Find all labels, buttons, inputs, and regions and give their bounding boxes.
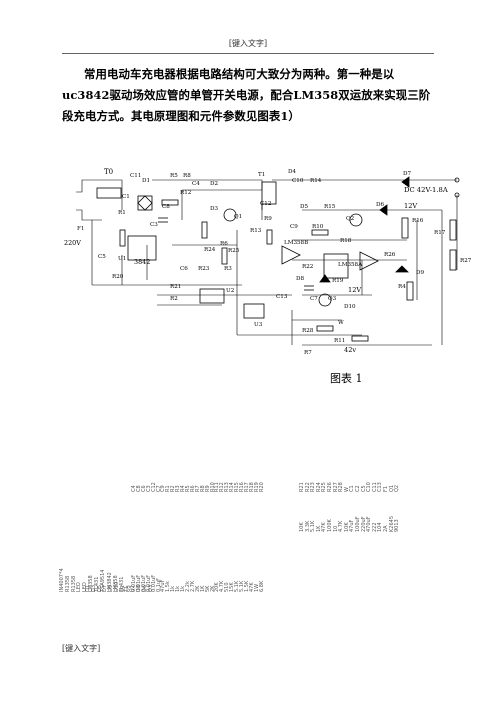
label-r18: R18 [340, 238, 352, 244]
label-r3: R3 [224, 266, 232, 272]
label-r9: R9 [264, 216, 272, 222]
label-r17: R17 [434, 230, 446, 236]
label-r23: R23 [198, 266, 210, 272]
label-r26: R26 [384, 252, 396, 258]
label-r22: R22 [302, 264, 314, 270]
label-lm358b: LM358B [284, 240, 308, 246]
label-c8: C8 [162, 204, 170, 210]
label-r8: R8 [183, 173, 191, 179]
label-r11: R11 [334, 338, 345, 344]
label-3842: 3842 [134, 258, 150, 266]
label-c6: C6 [180, 266, 188, 272]
label-d2: D2 [210, 181, 218, 187]
label-d3: D3 [210, 206, 218, 212]
label-r7: R7 [304, 350, 312, 356]
label-c11: C11 [130, 173, 141, 179]
schematic-wires [76, 179, 458, 346]
label-c3: C3 [150, 222, 158, 228]
label-c1: C1 [122, 194, 130, 200]
label-c5: C5 [98, 254, 106, 260]
parts-col-5: C4 C8 C6 C3 C12 C7 C9 R1 R2 R3 R4 R5 R6 … [131, 482, 265, 492]
label-c12: C12 [260, 201, 272, 207]
label-c9: C9 [290, 224, 298, 230]
label-42v: 42v [344, 346, 356, 354]
label-d9: D9 [416, 270, 424, 276]
label-12v-mid: 12V [348, 286, 361, 294]
label-q3: Q3 [328, 296, 337, 302]
label-r27: R27 [460, 258, 472, 264]
intro-paragraph: 常用电动车充电器根据电路结构可大致分为两种。第一种是以uc3842驱动场效应管的… [62, 67, 431, 123]
parts-col-4: 0.01uF 0.01uF 0.01uF 0.01uF 0.01uF 0.1uF… [131, 574, 265, 592]
label-12v-top: 12V [404, 202, 417, 210]
label-r21: R21 [170, 284, 181, 290]
page-footer: [键入文字] [62, 644, 101, 653]
label-d10: D10 [344, 304, 356, 310]
figure-caption: 图表 1 [330, 372, 363, 385]
label-lm358a: LM358A [338, 262, 363, 268]
label-d6: D6 [376, 202, 384, 208]
schematic-components [96, 176, 460, 342]
label-d1: D1 [142, 178, 150, 184]
header-rule [62, 53, 434, 54]
label-c10: C10 [292, 178, 304, 184]
label-r10: R10 [312, 224, 324, 230]
label-r12: R12 [180, 190, 192, 196]
label-d7: D7 [403, 171, 411, 177]
label-c7: C7 [310, 296, 318, 302]
label-d4: D4 [288, 169, 296, 175]
label-q1: Q1 [234, 214, 242, 220]
label-r14: R14 [310, 178, 322, 184]
label-d5: D5 [300, 204, 308, 210]
label-output: DC 42V-1.8A [404, 186, 448, 194]
label-r5: R5 [170, 173, 178, 179]
charger-schematic: T0 F1 220V C11 R5 R8 D1 C1 C4 D2 D3 C8 R… [64, 168, 472, 356]
parts-col-6: R21 R22 R23 R24 R25 R26 R27 R28 W C1 C2 … [299, 482, 401, 492]
label-220v: 220V [64, 239, 81, 247]
label-u2: U2 [226, 288, 235, 294]
label-w: W [338, 320, 344, 326]
label-d8: D8 [296, 276, 304, 282]
label-r20: R20 [112, 274, 124, 280]
label-r13: R13 [250, 228, 262, 234]
label-r4: R4 [398, 284, 406, 290]
label-r16: R16 [412, 218, 424, 224]
parts-list: IN4007*4 R1358 R1358 LED LED LM358 TL431… [50, 482, 450, 592]
label-f1: F1 [77, 226, 84, 232]
label-c13: C13 [276, 294, 288, 300]
label-r15: R15 [324, 204, 336, 210]
label-c4: C4 [192, 181, 200, 187]
label-r24: R24 [204, 247, 216, 253]
page-header: [键入文字] [228, 39, 268, 48]
label-u3: U3 [254, 322, 263, 328]
parts-col-7: 10K 3.3K 5.1K 1K 47K 100K 10 4.7K 10K 47… [299, 515, 401, 532]
label-r2: R2 [170, 296, 178, 302]
label-r1: R1 [118, 210, 126, 216]
label-t1: T1 [258, 172, 265, 178]
label-r28: R28 [302, 328, 314, 334]
label-r19: R19 [332, 278, 344, 284]
label-u1: U1 [118, 256, 126, 262]
label-r25: R25 [228, 248, 240, 254]
label-q2: Q2 [346, 216, 355, 222]
label-r6: R6 [220, 241, 228, 247]
label-t0: T0 [104, 168, 113, 176]
